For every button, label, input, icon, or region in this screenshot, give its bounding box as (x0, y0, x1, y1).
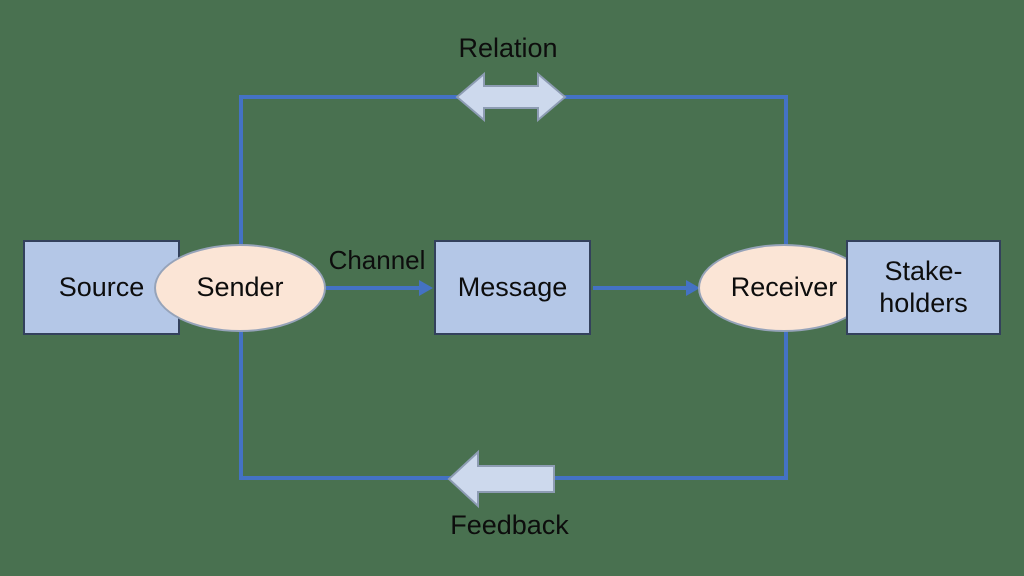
receiver-label: Receiver (730, 272, 838, 303)
feedback-left-arrow-icon (447, 449, 555, 509)
feedback-label: Feedback (450, 510, 569, 540)
sender-label: Sender (196, 272, 284, 303)
stakeholders-label: Stake- holders (879, 256, 968, 318)
stakeholders-label-line2: holders (879, 287, 968, 318)
source-label: Source (58, 271, 145, 302)
relation-double-arrow-icon (455, 71, 567, 123)
relation-label: Relation (458, 33, 558, 63)
stakeholders-box: Stake- holders (846, 240, 1001, 335)
channel-arrowhead-icon (419, 280, 433, 296)
receiver-ellipse: Receiver (698, 244, 870, 332)
message-receiver-arrowhead-icon (686, 280, 700, 296)
stakeholders-label-line1: Stake- (884, 256, 963, 287)
sender-ellipse: Sender (154, 244, 326, 332)
message-label: Message (457, 271, 568, 302)
message-box: Message (434, 240, 591, 335)
channel-label: Channel (328, 245, 426, 275)
